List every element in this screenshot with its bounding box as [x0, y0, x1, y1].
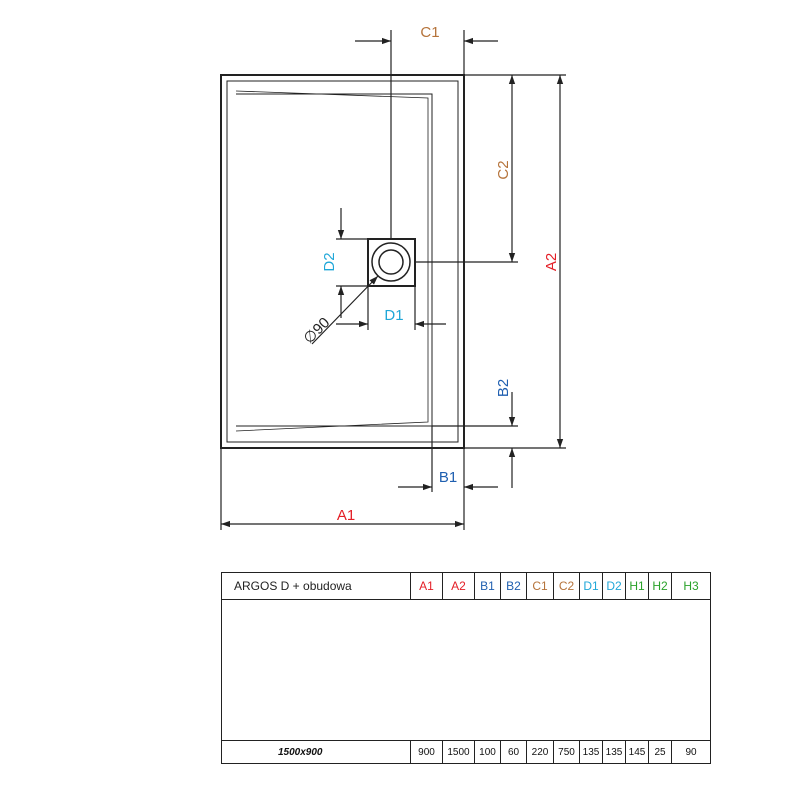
label-diameter: ∅90 [300, 314, 333, 347]
drain-inner-circle [378, 249, 404, 275]
product-name: ARGOS D + obudowa [221, 572, 411, 600]
header-b1: B1 [474, 572, 501, 600]
value-d2: 135 [602, 740, 626, 764]
table-image-area [221, 599, 711, 741]
tray-inner-panel-bevel [235, 90, 429, 432]
label-b2: B2 [495, 379, 512, 397]
label-b1: B1 [439, 469, 457, 486]
label-d2: D2 [321, 252, 338, 271]
value-d1: 135 [579, 740, 603, 764]
header-a1: A1 [410, 572, 443, 600]
value-a1: 900 [410, 740, 443, 764]
model-size: 1500x900 [221, 740, 411, 764]
value-b1: 100 [474, 740, 501, 764]
table-blank-cell [221, 599, 711, 741]
header-h3: H3 [671, 572, 711, 600]
value-h2: 25 [648, 740, 672, 764]
header-b2: B2 [500, 572, 527, 600]
header-a2: A2 [442, 572, 475, 600]
tray-inner-panel [236, 93, 433, 427]
diameter-leader [311, 275, 379, 345]
label-a1: A1 [337, 507, 355, 524]
value-c2: 750 [553, 740, 580, 764]
value-c1: 220 [526, 740, 554, 764]
label-c1: C1 [420, 24, 439, 41]
header-h1: H1 [625, 572, 649, 600]
drain-outer-circle [371, 242, 411, 282]
technical-drawing: C1 C2 A2 B2 B1 A1 D2 D1 ∅90 [220, 24, 566, 530]
label-d1: D1 [384, 307, 403, 324]
header-c1: C1 [526, 572, 554, 600]
header-h2: H2 [648, 572, 672, 600]
label-a2: A2 [543, 253, 560, 271]
value-h3: 90 [671, 740, 711, 764]
value-a2: 1500 [442, 740, 475, 764]
header-d1: D1 [579, 572, 603, 600]
value-b2: 60 [500, 740, 527, 764]
header-d2: D2 [602, 572, 626, 600]
value-h1: 145 [625, 740, 649, 764]
header-c2: C2 [553, 572, 580, 600]
label-c2: C2 [495, 160, 512, 179]
